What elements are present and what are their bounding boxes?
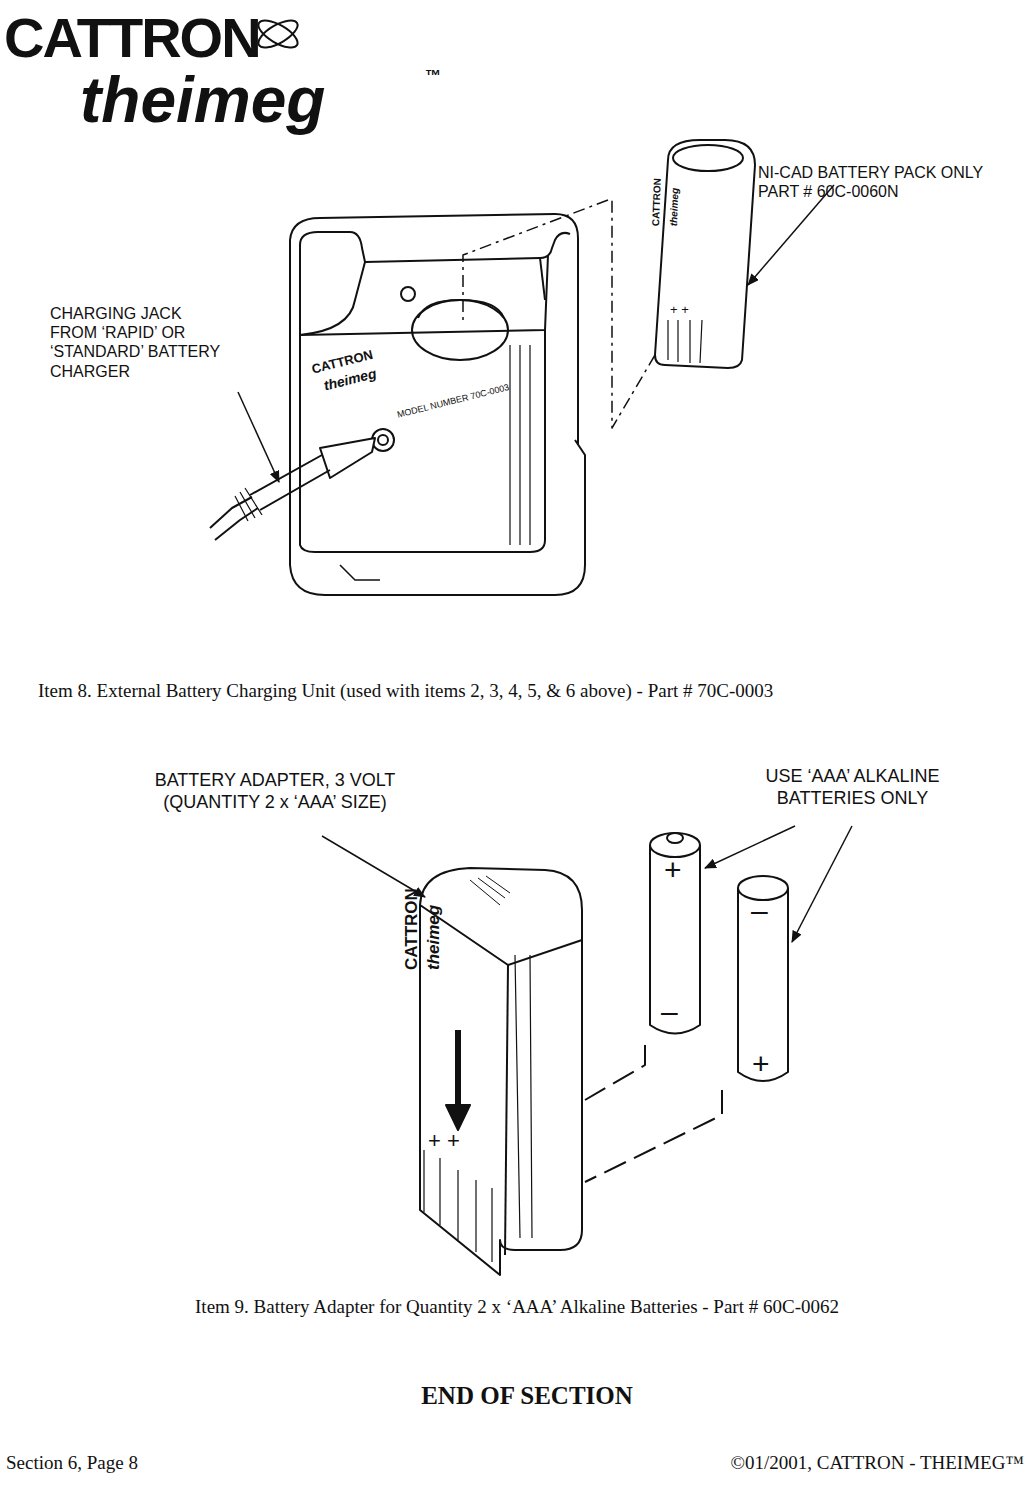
callout-label: USE ‘AAA’ ALKALINE BATTERIES ONLY <box>730 766 975 809</box>
device-logo: CATTRON <box>402 888 422 970</box>
terminal-marking: + + <box>670 302 689 318</box>
device-logo: theimeg <box>424 905 444 970</box>
section-end: END OF SECTION <box>2 1381 1030 1411</box>
logo-brand: theimeg <box>80 62 325 139</box>
page-footer: ©01/2001, CATTRON - THEIMEG™ <box>690 1452 1024 1475</box>
model-marking: MODEL NUMBER 70C-0003 <box>396 382 510 420</box>
callout-label: NI-CAD BATTERY PACK ONLY PART # 60C-0060… <box>758 163 998 201</box>
page-footer: Section 6, Page 8 <box>6 1452 138 1475</box>
callout-label: CHARGING JACK FROM ‘RAPID’ OR ‘STANDARD’… <box>50 304 222 381</box>
terminal-marking: + + <box>428 1128 460 1154</box>
figure-caption: Item 9. Battery Adapter for Quantity 2 x… <box>2 1296 1030 1319</box>
figure-caption: Item 8. External Battery Charging Unit (… <box>38 680 773 703</box>
polarity-mark: – <box>751 893 768 929</box>
polarity-mark: – <box>661 994 678 1030</box>
trademark: ™ <box>425 66 441 85</box>
callout-label: BATTERY ADAPTER, 3 VOLT (QUANTITY 2 x ‘A… <box>115 770 435 813</box>
device-logo: theimeg <box>668 188 681 227</box>
polarity-mark: + <box>664 852 682 888</box>
polarity-mark: + <box>752 1046 770 1082</box>
logo-brand: CATTRON <box>4 4 260 71</box>
device-logo: CATTRON <box>650 178 664 227</box>
